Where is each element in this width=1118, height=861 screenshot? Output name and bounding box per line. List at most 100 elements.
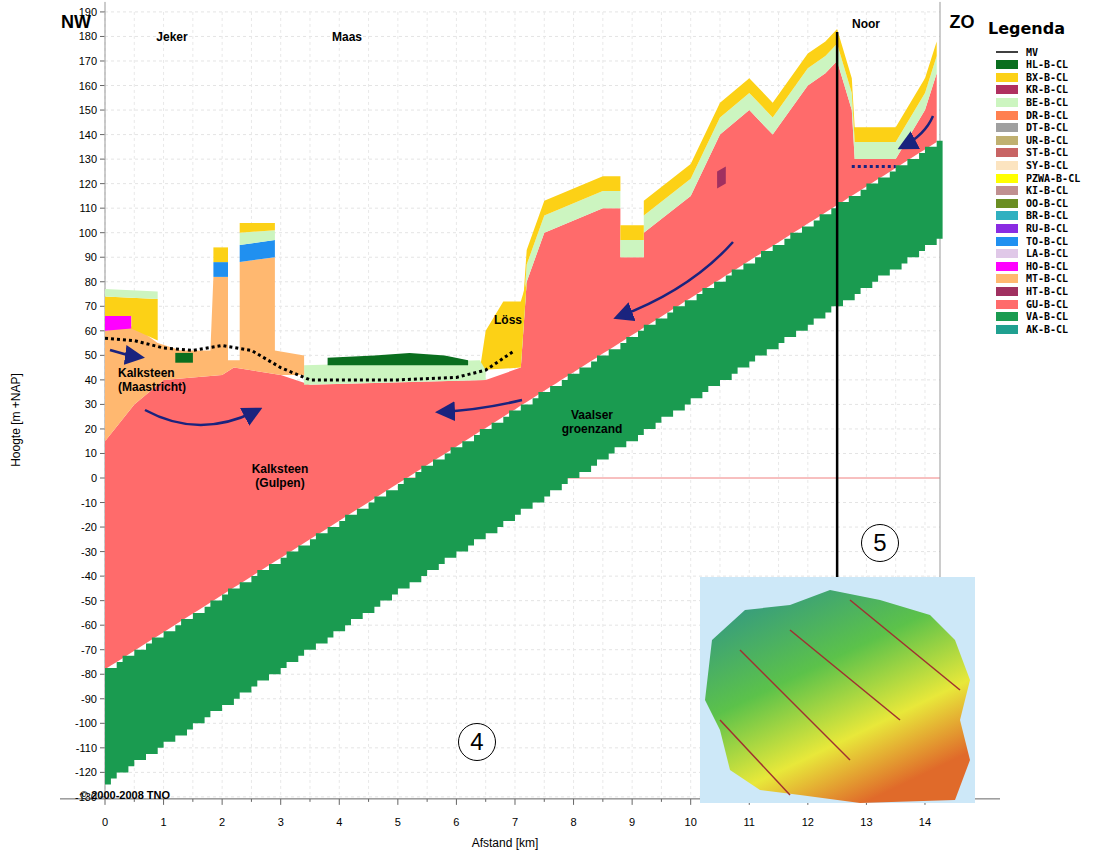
fault-line [740, 650, 850, 760]
legend-text: MV [1026, 47, 1038, 58]
river-label: Jeker [156, 30, 187, 44]
tick-label: -30 [81, 546, 97, 558]
groundwater-line [852, 165, 896, 168]
tick-label: 140 [79, 129, 97, 141]
tick-label: -60 [81, 619, 97, 631]
bx-layer [213, 247, 228, 262]
legend-text: OO-B-CL [1026, 198, 1068, 209]
tick-label: 8 [570, 816, 576, 828]
unit-label: Löss [494, 313, 522, 327]
tick-label: 0 [102, 816, 108, 828]
tick [339, 799, 340, 805]
legend-swatch [996, 148, 1018, 157]
legend-line [996, 51, 1018, 53]
to-layer [213, 262, 228, 277]
flow-arrow [902, 116, 933, 147]
legend-text: RU-B-CL [1026, 223, 1068, 234]
fault-line [790, 630, 900, 720]
tick [397, 799, 398, 805]
tick [100, 183, 105, 184]
callout-circle: 5 [861, 524, 899, 562]
legend-title: Legenda [988, 19, 1065, 38]
tick-label: 4 [336, 816, 342, 828]
tick [100, 428, 105, 429]
legend-text: BX-B-CL [1026, 72, 1068, 83]
tick-label: -10 [81, 497, 97, 509]
tick-label: 80 [85, 276, 97, 288]
tick [100, 527, 105, 528]
tick [100, 134, 105, 135]
tick-label: 10 [685, 816, 697, 828]
tick-label: 13 [860, 816, 872, 828]
legend-text: HT-B-CL [1026, 286, 1068, 297]
tick-label: 30 [85, 398, 97, 410]
grid-line [105, 36, 940, 37]
legend-text: TO-B-CL [1026, 236, 1068, 247]
tick [456, 799, 457, 805]
legend-text: DR-B-CL [1026, 110, 1068, 121]
legend-swatch [996, 174, 1018, 183]
tick [100, 747, 105, 748]
legend-swatch [996, 73, 1018, 82]
tick [100, 159, 105, 160]
tick [100, 772, 105, 773]
tick [100, 281, 105, 282]
tick-label: 11 [744, 816, 755, 828]
legend-text: UR-B-CL [1026, 135, 1068, 146]
legend-text: KR-B-CL [1026, 84, 1068, 95]
tick [100, 551, 105, 552]
tick-label: -70 [81, 644, 97, 656]
tick [100, 208, 105, 209]
tick-label: -50 [81, 595, 97, 607]
legend-text: LA-B-CL [1026, 248, 1068, 259]
tick [100, 576, 105, 577]
section-line [836, 32, 839, 578]
be-layer [105, 289, 158, 299]
legend-text: BE-B-CL [1026, 97, 1068, 108]
tick [100, 723, 105, 724]
tick-label: 10 [85, 447, 97, 459]
legend-swatch [996, 85, 1018, 94]
legend-text: GU-B-CL [1026, 299, 1068, 310]
tick [100, 453, 105, 454]
tick [573, 799, 574, 805]
legend-swatch [996, 123, 1018, 132]
flow-arrow [110, 350, 140, 357]
legend-text: SY-B-CL [1026, 160, 1068, 171]
legend-swatch [996, 186, 1018, 195]
maastricht-limestone [105, 257, 304, 441]
legend-swatch [996, 224, 1018, 233]
tick [100, 60, 105, 61]
legend-swatch [996, 98, 1018, 107]
tick-label: 2 [219, 816, 225, 828]
tick [100, 649, 105, 650]
tick [100, 502, 105, 503]
unit-label: Kalksteen (Gulpen) [244, 462, 316, 490]
river-label: Maas [332, 30, 362, 44]
legend-text: HO-B-CL [1026, 261, 1068, 272]
tick-label: -120 [75, 766, 97, 778]
be-layer [521, 44, 937, 368]
hl-layer [328, 353, 469, 365]
legend-swatch [996, 312, 1018, 321]
tick-label: 14 [919, 816, 931, 828]
tick-label: 1 [161, 816, 167, 828]
legend-text: MT-B-CL [1026, 273, 1068, 284]
tick [100, 306, 105, 307]
tick-label: 9 [629, 816, 635, 828]
tick-label: 0 [91, 472, 97, 484]
unit-label: Kalksteen (Maastricht) [118, 366, 198, 394]
legend-text: VA-B-CL [1026, 311, 1068, 322]
legend-swatch [996, 287, 1018, 296]
legend-swatch [996, 325, 1018, 334]
tick-label: 6 [453, 816, 459, 828]
tick-label: 120 [79, 178, 97, 190]
tick [632, 799, 633, 805]
legend-swatch [996, 60, 1018, 69]
be-layer [240, 230, 275, 245]
fault-line [720, 720, 790, 795]
river-label: Noor [852, 17, 880, 31]
tick [100, 11, 105, 12]
tick [100, 355, 105, 356]
